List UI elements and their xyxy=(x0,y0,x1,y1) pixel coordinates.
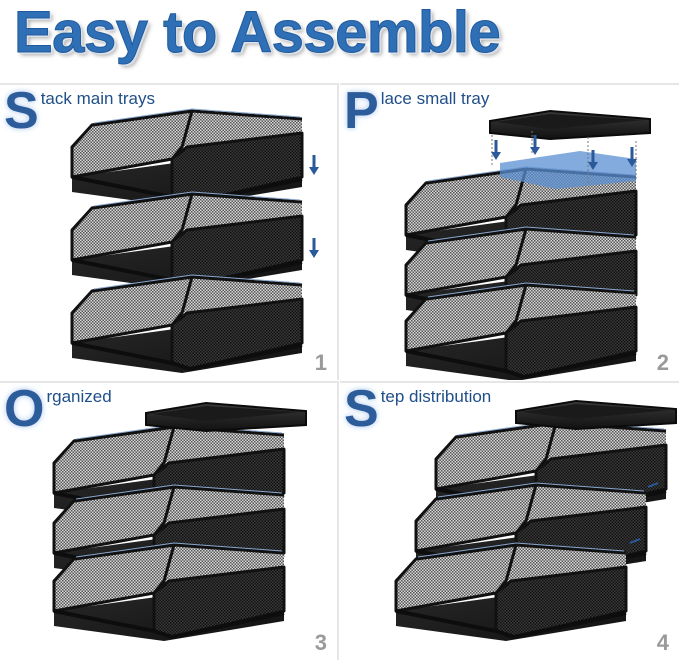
step-caption-text: rganized xyxy=(46,387,112,406)
step-panel-3: O rganized 3 xyxy=(0,381,339,660)
step-panel-1: S tack main trays 1 xyxy=(0,83,339,380)
step-number: 2 xyxy=(656,350,669,375)
small-tray xyxy=(515,400,677,430)
down-arrow-icon xyxy=(309,238,319,258)
page-title: Easy to Assemble xyxy=(13,0,501,65)
step-initial: P xyxy=(344,82,379,140)
step-distribution-illustration xyxy=(394,400,677,643)
step-caption-text: tep distribution xyxy=(380,387,492,406)
step-caption-text: tack main trays xyxy=(40,89,155,108)
step-initial: S xyxy=(4,82,39,140)
step-caption: O rganized xyxy=(4,380,112,438)
step-caption: P lace small tray xyxy=(344,82,490,140)
step-caption: S tep distribution xyxy=(344,380,492,438)
step-initial: O xyxy=(4,380,45,438)
step-number: 4 xyxy=(656,630,669,655)
step-indicator-icon xyxy=(629,538,641,544)
step-panel-4: S tep distribution 4 xyxy=(340,381,679,660)
step-initial: S xyxy=(344,380,379,438)
small-tray xyxy=(489,110,651,140)
step-number: 1 xyxy=(314,350,327,375)
step-number: 3 xyxy=(314,630,327,655)
blue-highlight-area xyxy=(500,151,636,189)
down-arrow-icon xyxy=(309,155,319,175)
step-indicator-icon xyxy=(647,482,659,488)
step-panel-2: P lace small tray 2 xyxy=(340,83,679,380)
step-caption: S tack main trays xyxy=(4,82,155,140)
step-caption-text: lace small tray xyxy=(380,89,490,108)
small-tray xyxy=(145,402,307,432)
place-small-tray-illustration xyxy=(404,110,651,380)
